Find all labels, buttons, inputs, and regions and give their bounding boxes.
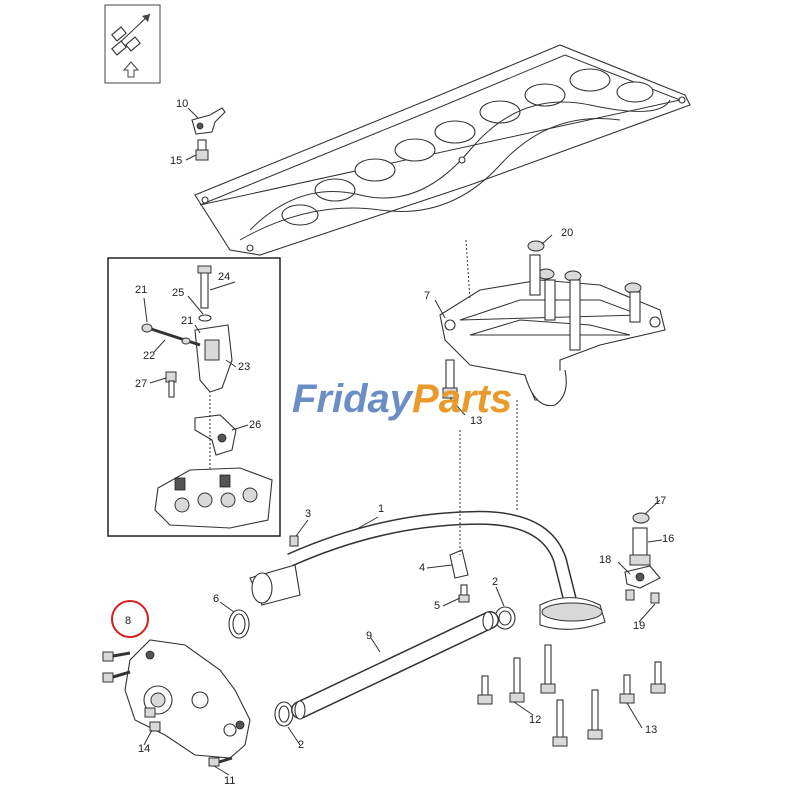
part-18-bracket [624, 565, 661, 589]
callout-15: 15 [170, 155, 182, 167]
callout-labels: 1 2 2 3 4 5 6 7 8 9 10 11 12 13 13 14 15… [125, 98, 674, 787]
callout-27: 27 [135, 378, 147, 390]
part-19-bolts [625, 589, 660, 604]
callout-17: 17 [654, 495, 666, 507]
part-7-oil-pan-bracket [439, 254, 666, 407]
callout-22: 22 [143, 350, 155, 362]
callout-14: 14 [138, 743, 150, 755]
callout-20: 20 [561, 227, 573, 239]
callout-24: 24 [218, 271, 230, 283]
part-13-bolt-upper [442, 359, 458, 399]
watermark-part1: Friday [292, 377, 414, 421]
callout-10: 10 [176, 98, 188, 110]
callout-13-lower: 13 [645, 724, 657, 736]
part-13-bolts [619, 661, 666, 704]
orientation-arrow-icon [104, 4, 161, 84]
part-20-washer [527, 240, 642, 294]
callout-26: 26 [249, 419, 261, 431]
leader-lines [143, 107, 663, 776]
part-1-oil-pipe [249, 510, 606, 630]
callout-25: 25 [172, 287, 184, 299]
callout-9: 9 [366, 630, 372, 642]
callout-7: 7 [424, 290, 430, 302]
callout-12: 12 [529, 714, 541, 726]
part-12-bolts [477, 644, 603, 747]
callout-3: 3 [305, 508, 311, 520]
callout-8: 8 [125, 615, 131, 627]
callout-23: 23 [238, 361, 250, 373]
part-8-oil-pump [124, 639, 251, 759]
callout-1: 1 [378, 503, 384, 515]
engine-block-gasket [194, 44, 691, 256]
callout-19: 19 [633, 620, 645, 632]
callout-18: 18 [599, 554, 611, 566]
highlight-circle [111, 600, 149, 638]
part-6-seal [228, 609, 250, 639]
part-14-bolts [102, 651, 161, 732]
part-3-bolt [289, 535, 299, 547]
watermark: FridayParts [292, 377, 512, 421]
part-15-bolt [195, 139, 209, 161]
detail-inset-box [107, 257, 281, 537]
callout-6: 6 [213, 593, 219, 605]
part-11-bolt [208, 756, 233, 767]
part-4-clip [449, 549, 469, 579]
callout-2-lower: 2 [298, 739, 304, 751]
callout-21-left: 21 [135, 284, 147, 296]
callout-21-right: 21 [181, 315, 193, 327]
callout-4: 4 [419, 562, 425, 574]
callout-2-upper: 2 [492, 576, 498, 588]
watermark-part2: Parts [412, 377, 512, 421]
part-16-sensor [629, 527, 651, 566]
part-2-seal-lower [274, 701, 294, 727]
part-17-seal [632, 512, 650, 524]
part-5-bolt [458, 584, 470, 603]
callout-16: 16 [662, 533, 674, 545]
part-2-seal-upper [494, 606, 516, 630]
callout-5: 5 [434, 600, 440, 612]
part-10-bracket [191, 107, 226, 135]
callout-13-upper: 13 [470, 415, 482, 427]
callout-11: 11 [224, 775, 235, 787]
part-9-tube [291, 611, 499, 720]
